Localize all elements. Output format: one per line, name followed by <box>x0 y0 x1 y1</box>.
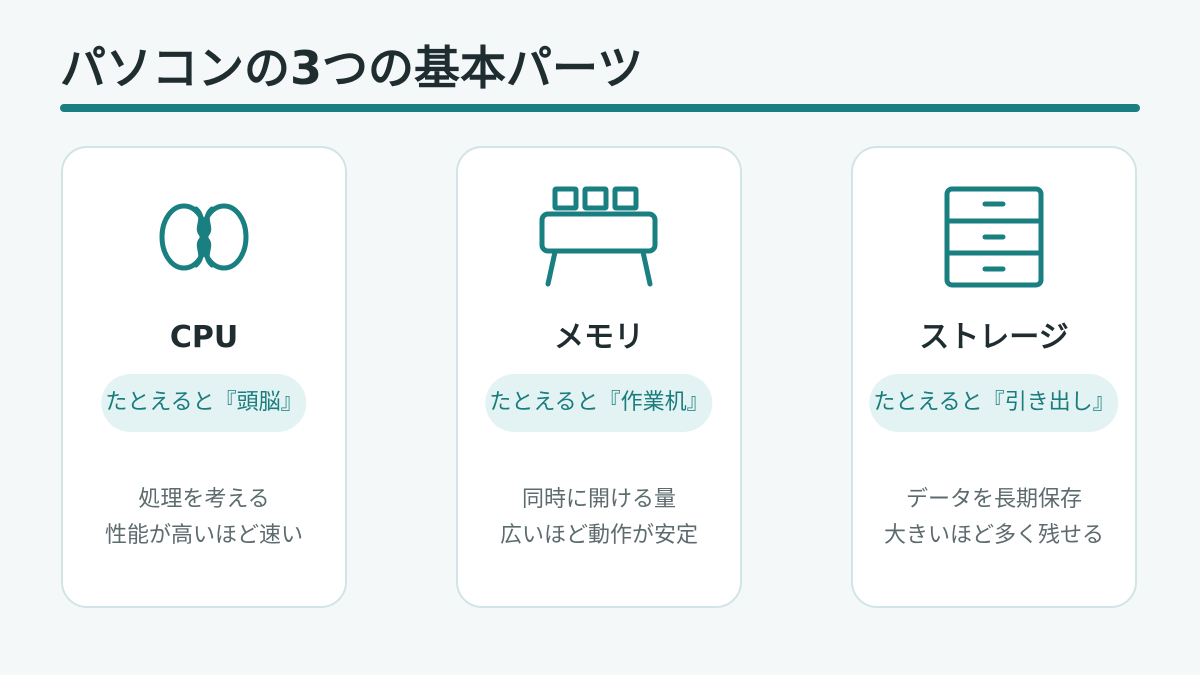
metaphor-badge-cpu: たとえると『頭脳』 <box>101 374 307 432</box>
card-cpu: CPU たとえると『頭脳』 処理を考える 性能が高いほど速い <box>61 146 347 608</box>
card-title-cpu: CPU <box>169 320 239 355</box>
metaphor-badge-memory: たとえると『作業机』 <box>485 374 713 432</box>
description-line: 大きいほど多く残せる <box>883 523 1104 548</box>
description-line: 広いほど動作が安定 <box>499 523 698 548</box>
card-title-memory: メモリ <box>554 320 644 355</box>
description-line: 処理を考える <box>138 487 270 512</box>
description-line: 同時に開ける量 <box>521 487 676 512</box>
desk-icon <box>458 184 740 290</box>
description-line: 性能が高いほど速い <box>104 523 303 548</box>
title-underline <box>60 104 1140 112</box>
card-memory: メモリ たとえると『作業机』 同時に開ける量 広いほど動作が安定 <box>456 146 742 608</box>
page-title: パソコンの3つの基本パーツ <box>60 41 644 95</box>
card-description-cpu: 処理を考える 性能が高いほど速い <box>63 482 345 554</box>
card-storage: ストレージ たとえると『引き出し』 データを長期保存 大きいほど多く残せる <box>851 146 1137 608</box>
brain-icon <box>63 184 345 290</box>
description-line: データを長期保存 <box>905 487 1082 512</box>
metaphor-badge-storage: たとえると『引き出し』 <box>869 374 1119 432</box>
card-description-memory: 同時に開ける量 広いほど動作が安定 <box>458 482 740 554</box>
card-description-storage: データを長期保存 大きいほど多く残せる <box>853 482 1135 554</box>
drawer-cabinet-icon <box>853 184 1135 290</box>
card-title-storage: ストレージ <box>919 320 1069 355</box>
